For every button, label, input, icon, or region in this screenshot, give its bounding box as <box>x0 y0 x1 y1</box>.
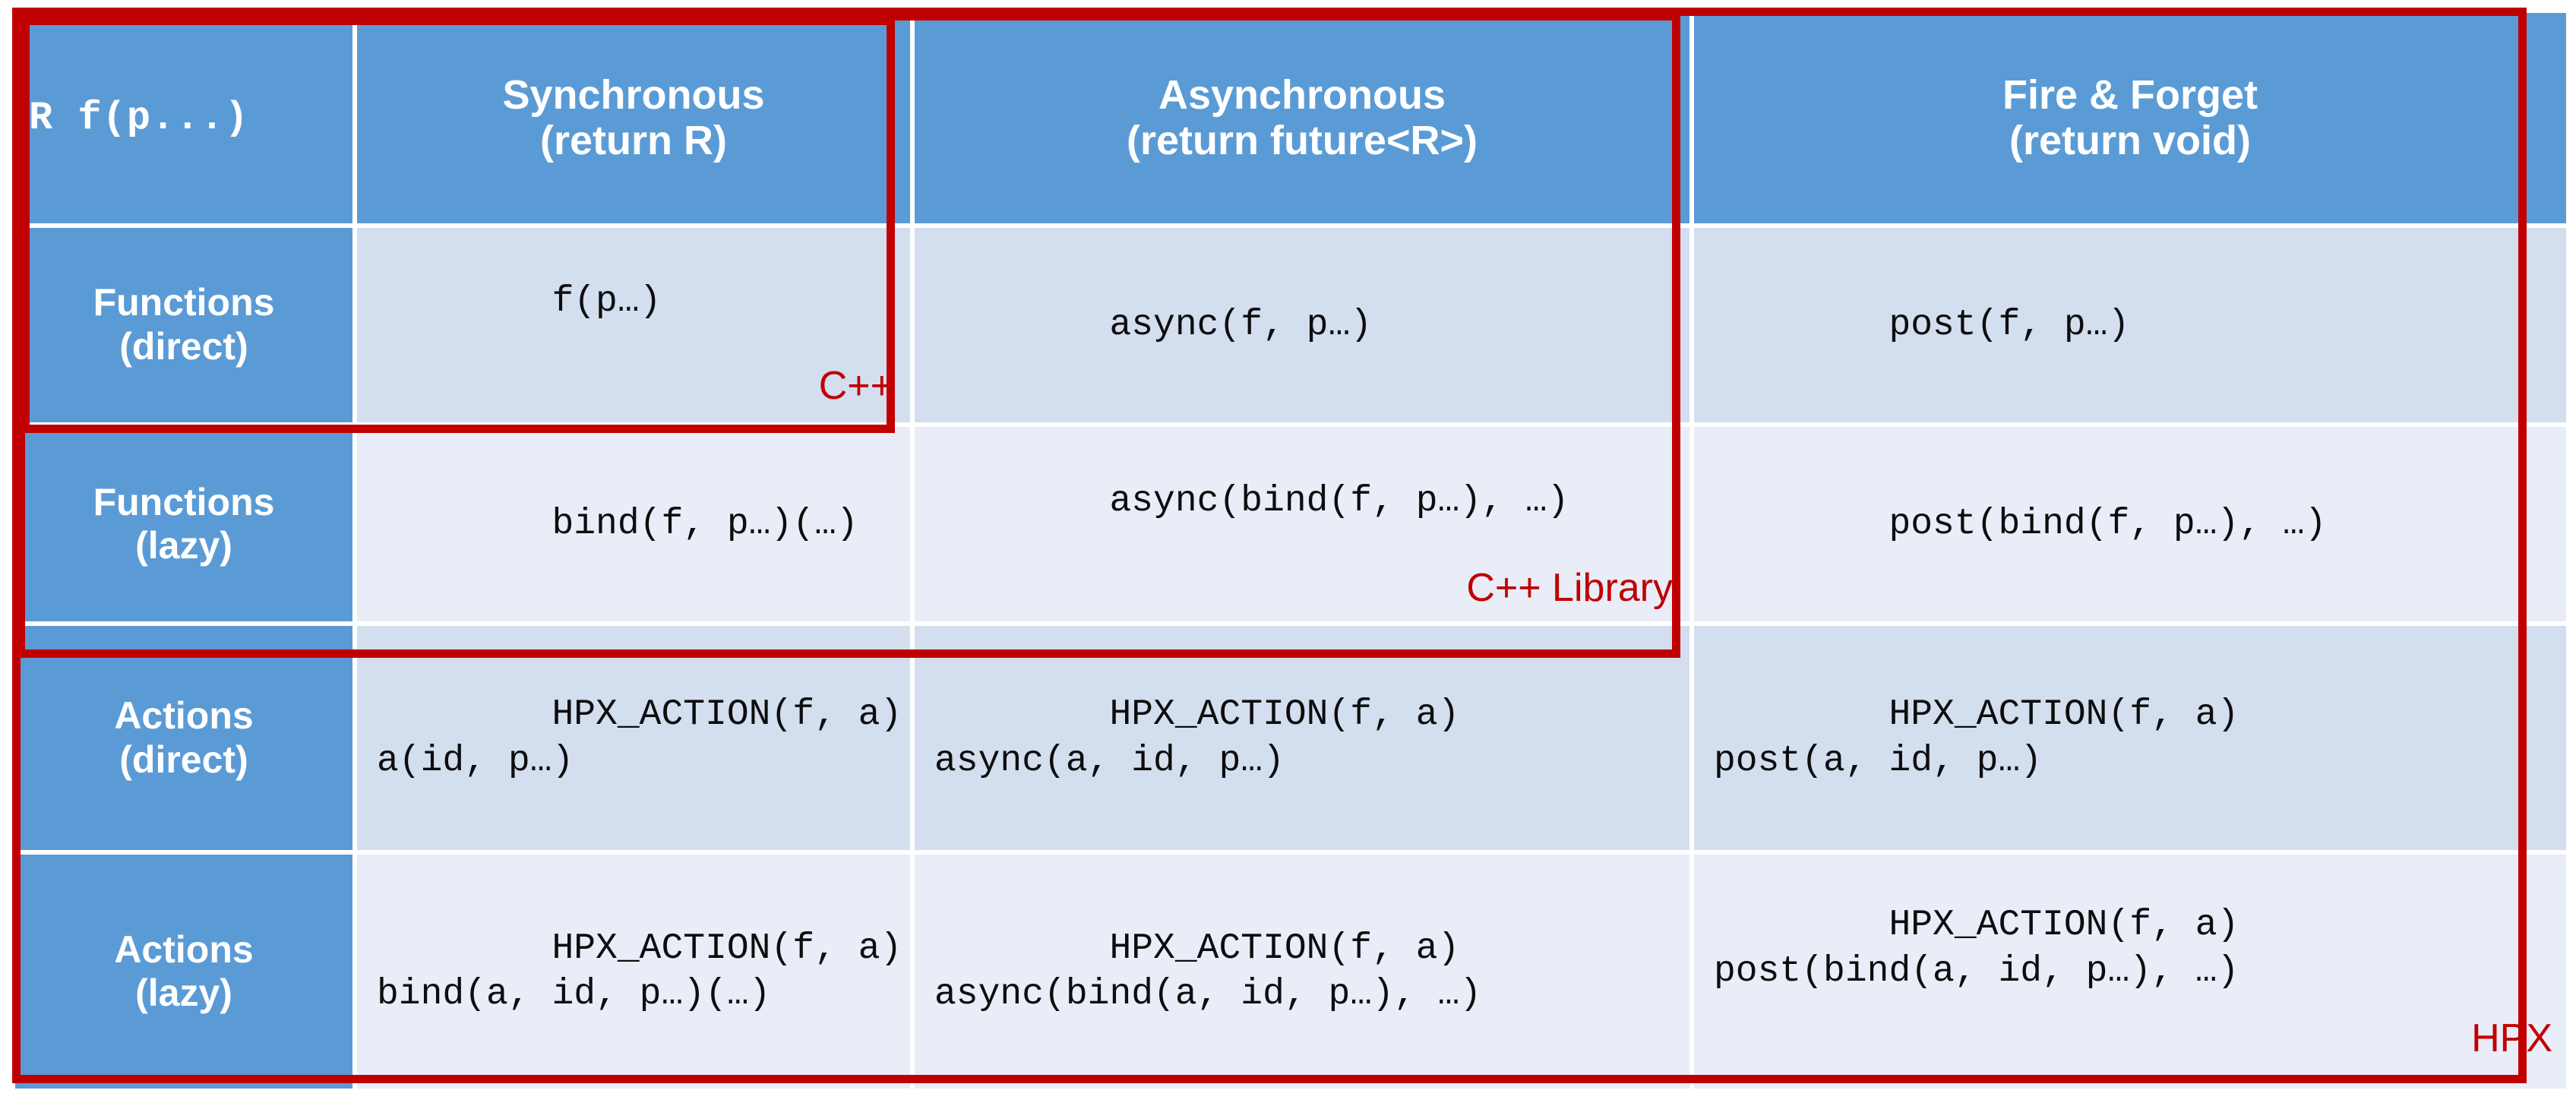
cell-functions-direct-synchronous: f(p…) C++ <box>357 227 910 423</box>
cell-code-text: HPX_ACTION(f, a) post(a, id, p…) <box>1714 694 2239 782</box>
row-header-actions-direct: Actions (direct) <box>15 626 352 851</box>
table-row: Functions (lazy) bind(f, p…)(…) async(bi… <box>15 427 2566 622</box>
table-row: Actions (lazy) HPX_ACTION(f, a) bind(a, … <box>15 855 2566 1089</box>
annotation-cpp-library-label: C++ Library <box>1466 566 1673 611</box>
cell-code-text: async(f, p…) <box>1109 304 1373 346</box>
column-header-synchronous-title: Synchronous <box>502 71 765 118</box>
column-header-synchronous: Synchronous (return R) <box>357 13 910 223</box>
row-header-functions-lazy-line1: Functions <box>93 480 275 523</box>
cell-actions-direct-synchronous: HPX_ACTION(f, a) a(id, p…) <box>357 626 910 851</box>
row-header-actions-direct-line1: Actions <box>114 694 254 738</box>
cell-code-text: HPX_ACTION(f, a) a(id, p…) <box>377 694 902 782</box>
cell-actions-lazy-fire-and-forget: HPX_ACTION(f, a) post(bind(a, id, p…), …… <box>1694 855 2566 1089</box>
row-header-actions-lazy: Actions (lazy) <box>15 855 352 1089</box>
column-header-fire-and-forget-subtitle: (return void) <box>2009 118 2251 164</box>
cell-code-text: bind(f, p…)(…) <box>552 503 858 545</box>
table-row: Actions (direct) HPX_ACTION(f, a) a(id, … <box>15 626 2566 851</box>
cell-code-text: post(bind(f, p…), …) <box>1889 503 2327 545</box>
cell-functions-lazy-fire-and-forget: post(bind(f, p…), …) <box>1694 427 2566 622</box>
cell-functions-direct-fire-and-forget: post(f, p…) <box>1694 227 2566 423</box>
cell-code-text: HPX_ACTION(f, a) bind(a, id, p…)(…) <box>377 927 902 1016</box>
cell-actions-direct-asynchronous: HPX_ACTION(f, a) async(a, id, p…) <box>915 626 1689 851</box>
cell-functions-lazy-synchronous: bind(f, p…)(…) <box>357 427 910 622</box>
row-header-actions-lazy-line2: (lazy) <box>135 972 232 1015</box>
column-header-asynchronous: Asynchronous (return future<R>) <box>915 13 1689 223</box>
cell-functions-direct-asynchronous: async(f, p…) <box>915 227 1689 423</box>
row-header-functions-direct-line1: Functions <box>93 281 275 324</box>
row-header-actions-lazy-line1: Actions <box>114 927 254 971</box>
column-header-asynchronous-subtitle: (return future<R>) <box>1126 118 1478 164</box>
cell-code-text: post(f, p…) <box>1889 304 2130 346</box>
annotation-hpx-label: HPX <box>2471 1016 2552 1060</box>
cell-code-text: HPX_ACTION(f, a) post(bind(a, id, p…), …… <box>1714 905 2239 992</box>
cell-code-text: f(p…) <box>552 281 662 323</box>
annotation-cpp-label: C++ <box>818 364 893 409</box>
cell-code-text: async(bind(f, p…), …) <box>1109 480 1569 522</box>
table-row: Functions (direct) f(p…) C++ async(f, p…… <box>15 227 2566 423</box>
row-header-functions-direct: Functions (direct) <box>15 227 352 423</box>
row-header-actions-direct-line2: (direct) <box>119 738 248 781</box>
row-header-functions-lazy: Functions (lazy) <box>15 427 352 622</box>
table-corner-signature: R f(p...) <box>15 13 352 223</box>
cell-code-text: HPX_ACTION(f, a) async(bind(a, id, p…), … <box>934 927 1482 1016</box>
api-comparison-table: R f(p...) Synchronous (return R) Asynchr… <box>11 8 2571 1093</box>
cell-actions-lazy-asynchronous: HPX_ACTION(f, a) async(bind(a, id, p…), … <box>915 855 1689 1089</box>
cell-actions-direct-fire-and-forget: HPX_ACTION(f, a) post(a, id, p…) <box>1694 626 2566 851</box>
cell-functions-lazy-asynchronous: async(bind(f, p…), …) C++ Library <box>915 427 1689 622</box>
row-header-functions-direct-line2: (direct) <box>119 324 248 368</box>
column-header-fire-and-forget: Fire & Forget (return void) <box>1694 13 2566 223</box>
row-header-functions-lazy-line2: (lazy) <box>135 524 232 567</box>
cell-code-text: HPX_ACTION(f, a) async(a, id, p…) <box>934 694 1460 782</box>
cell-actions-lazy-synchronous: HPX_ACTION(f, a) bind(a, id, p…)(…) <box>357 855 910 1089</box>
table-header-row: R f(p...) Synchronous (return R) Asynchr… <box>15 13 2566 223</box>
column-header-asynchronous-title: Asynchronous <box>1158 71 1446 118</box>
column-header-fire-and-forget-title: Fire & Forget <box>2002 71 2258 118</box>
column-header-synchronous-subtitle: (return R) <box>540 118 727 164</box>
